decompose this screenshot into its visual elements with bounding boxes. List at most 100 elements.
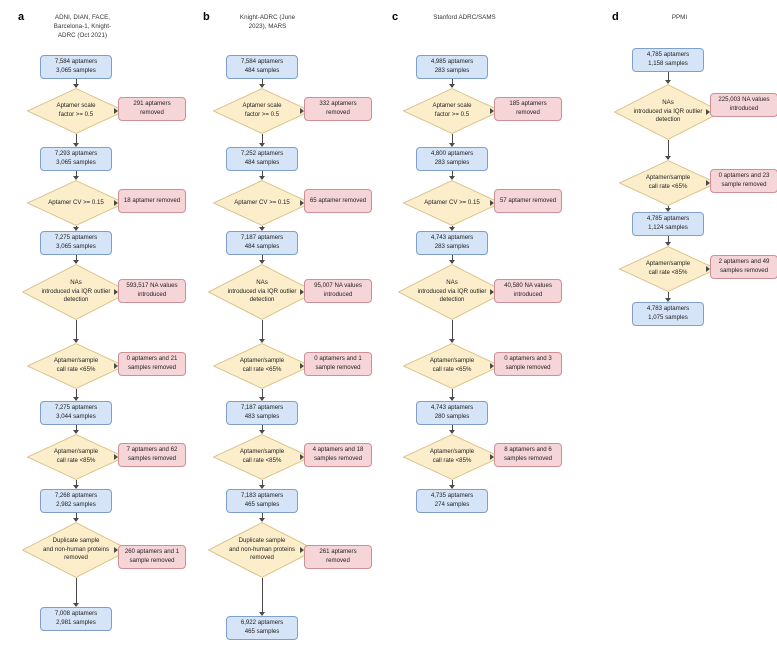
connector-arrow-down — [259, 338, 265, 343]
connector-vertical — [451, 255, 453, 260]
connector-arrow-down — [259, 484, 265, 489]
node-label: NAs introduced via IQR outlier detection — [41, 278, 111, 304]
node-label: 4,785 aptamers 1,158 samples — [646, 51, 690, 67]
node-label: 4,785 aptamers 1,124 samples — [646, 215, 690, 231]
count-box: 4,800 aptamers 283 samples — [416, 147, 488, 171]
connector-arrow-down — [73, 602, 79, 607]
node-label: NAs introduced via IQR outlier detection — [227, 278, 297, 304]
connector-arrow-down — [73, 517, 79, 522]
decision-diamond: NAs introduced via IQR outlier detection — [208, 264, 316, 320]
diamond-outline — [27, 180, 125, 226]
node-label: 7 aptamers and 62 samples removed — [126, 446, 178, 462]
diamond-outline — [403, 434, 501, 480]
connector-vertical — [261, 578, 263, 612]
diamond-outline — [213, 88, 311, 134]
connector-vertical — [451, 320, 453, 339]
connector-arrow-right — [113, 547, 118, 553]
decision-diamond: Aptamer CV >= 0.15 — [27, 180, 125, 226]
connector-vertical — [75, 255, 77, 260]
count-box: 7,275 aptamers 3,065 samples — [40, 231, 112, 255]
removed-box: 95,007 NA values introduced — [304, 279, 372, 303]
decision-diamond: Aptamer/sample call rate <85% — [213, 434, 311, 480]
connector-arrow-down — [449, 259, 455, 264]
node-label: 57 aptamer removed — [499, 196, 557, 204]
decision-diamond: Aptamer scale factor >= 0.5 — [27, 88, 125, 134]
connector-arrow-down — [73, 175, 79, 180]
removed-box: 0 aptamers and 1 sample removed — [304, 352, 372, 376]
connector-vertical — [261, 425, 263, 430]
removed-box: 8 aptamers and 6 samples removed — [494, 443, 562, 467]
count-box: 7,293 aptamers 3,065 samples — [40, 147, 112, 171]
connector-vertical — [667, 236, 669, 242]
connector-arrow-down — [259, 396, 265, 401]
connector-vertical — [75, 389, 77, 397]
connector-arrow-right — [113, 454, 118, 460]
connector-vertical — [667, 206, 669, 208]
decision-diamond: Duplicate sample and non-human proteins … — [208, 522, 316, 578]
node-label: 291 aptamers removed — [133, 100, 171, 116]
diamond-outline — [619, 246, 717, 292]
panel-letter-c: c — [392, 11, 399, 23]
connector-arrow-down — [449, 484, 455, 489]
node-label: 593,517 NA values introduced — [126, 282, 178, 298]
diamond-outline — [208, 522, 316, 578]
decision-diamond: NAs introduced via IQR outlier detection — [398, 264, 506, 320]
count-box: 7,252 aptamers 484 samples — [226, 147, 298, 171]
node-label: 7,584 aptamers 3,065 samples — [54, 58, 98, 74]
connector-vertical — [75, 171, 77, 176]
count-box: 7,183 aptamers 465 samples — [226, 489, 298, 513]
connector-arrow-down — [449, 175, 455, 180]
node-label: 2 aptamers and 49 samples removed — [718, 258, 770, 274]
removed-box: 261 aptamers removed — [304, 545, 372, 569]
connector-vertical — [451, 389, 453, 397]
count-box: 4,743 aptamers 280 samples — [416, 401, 488, 425]
connector-arrow-right — [113, 289, 118, 295]
decision-diamond: Aptamer/sample call rate <65% — [27, 343, 125, 389]
removed-box: 185 aptamers removed — [494, 97, 562, 121]
diamond-outline — [27, 343, 125, 389]
connector-arrow-right — [489, 289, 494, 295]
node-label: 18 aptamer removed — [123, 196, 181, 204]
connector-arrow-down — [73, 396, 79, 401]
decision-diamond: NAs introduced via IQR outlier detection — [22, 264, 130, 320]
connector-arrow-down — [73, 226, 79, 231]
node-label: NAs introduced via IQR outlier detection — [633, 98, 703, 124]
connector-vertical — [261, 255, 263, 260]
removed-box: 0 aptamers and 3 sample removed — [494, 352, 562, 376]
count-box: 7,187 aptamers 483 samples — [226, 401, 298, 425]
connector-vertical — [451, 480, 453, 485]
node-label: 4,985 aptamers 283 samples — [430, 58, 474, 74]
decision-diamond: Aptamer/sample call rate <85% — [403, 434, 501, 480]
connector-arrow-down — [449, 396, 455, 401]
connector-arrow-right — [489, 454, 494, 460]
panel-letter-a: a — [18, 11, 25, 23]
node-label: 7,252 aptamers 484 samples — [240, 150, 284, 166]
connector-vertical — [261, 480, 263, 485]
count-box: 7,275 aptamers 3,044 samples — [40, 401, 112, 425]
connector-arrow-down — [449, 226, 455, 231]
count-box: 7,584 aptamers 484 samples — [226, 55, 298, 79]
panel-title-b: Knight-ADRC (June 2023), MARS — [239, 14, 296, 30]
diamond-outline — [208, 264, 316, 320]
node-label: 0 aptamers and 23 sample removed — [718, 172, 770, 188]
diamond-outline — [213, 180, 311, 226]
panel-title-d: PPMI — [671, 14, 688, 21]
node-label: 7,584 aptamers 484 samples — [240, 58, 284, 74]
connector-arrow-down — [665, 207, 671, 212]
connector-vertical — [75, 320, 77, 339]
panel-title-c: Stanford ADRC/SAMS — [433, 14, 496, 21]
removed-box: 260 aptamers and 1 sample removed — [118, 545, 186, 569]
removed-box: 7 aptamers and 62 samples removed — [118, 443, 186, 467]
connector-arrow-down — [259, 611, 265, 616]
node-label: 7,187 aptamers 483 samples — [240, 404, 284, 420]
connector-vertical — [667, 72, 669, 80]
node-label: 40,580 NA values introduced — [504, 282, 552, 298]
removed-box: 332 aptamers removed — [304, 97, 372, 121]
connector-arrow-down — [449, 338, 455, 343]
panel-letter-b: b — [203, 11, 210, 23]
connector-vertical — [261, 171, 263, 176]
node-label: 225,003 NA values introduced — [718, 96, 770, 112]
connector-arrow-right — [113, 108, 118, 114]
panel-letter-d: d — [612, 11, 619, 23]
node-label: 7,275 aptamers 3,065 samples — [54, 234, 98, 250]
